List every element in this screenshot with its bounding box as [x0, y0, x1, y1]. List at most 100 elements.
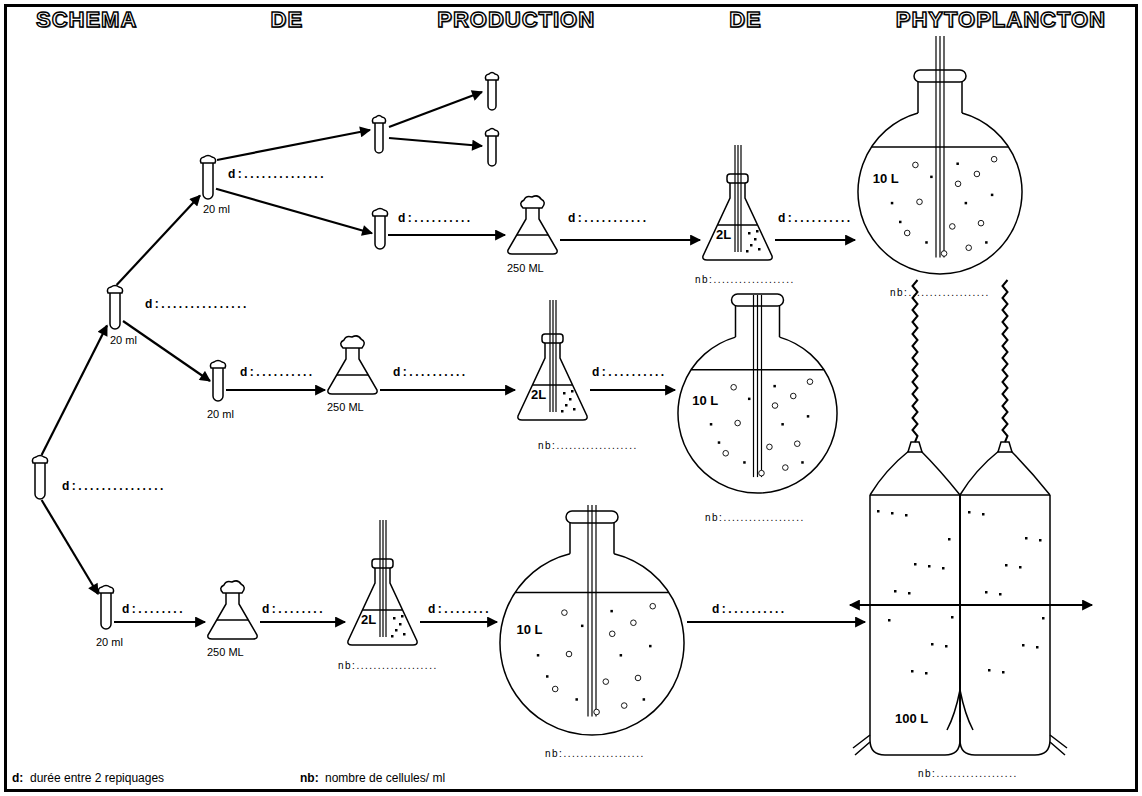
volume-label: 250 ML: [327, 401, 364, 414]
mixing-arrow: [850, 604, 1092, 606]
transfer-arrow: [389, 92, 482, 127]
vessel-outline: [700, 145, 775, 260]
vessel-outline: [855, 36, 1025, 276]
test-tube: [372, 209, 387, 250]
duration-field: d:...............: [145, 298, 249, 312]
culture-bag: [853, 280, 1067, 755]
duration-field: d:..............: [228, 168, 326, 182]
transfer-arrow: [217, 130, 370, 160]
duration-field: d:..........: [398, 212, 473, 226]
cell-count-field: nb:...................: [705, 512, 805, 524]
duration-field: d:..........: [240, 366, 315, 380]
transfer-arrow: [260, 621, 345, 623]
volume-label: 2L: [531, 388, 546, 403]
cell-count-field: nb:...................: [918, 768, 1018, 780]
transfer-arrow: [117, 196, 200, 286]
test-tube: [98, 586, 113, 630]
legend-key: nb:: [300, 772, 319, 786]
cell-count-field: nb:...................: [538, 440, 638, 452]
vessel-outline: [98, 585, 114, 630]
transfer-arrow: [590, 389, 675, 391]
vessel-outline: [107, 285, 123, 330]
tube-node: d:...............: [32, 455, 48, 500]
test-tube: [107, 286, 122, 330]
test-tube: [485, 73, 498, 111]
legend-text: durée entre 2 repiquages: [30, 772, 164, 786]
volume-label: 20 ml: [207, 408, 234, 421]
duration-field: d:........: [262, 603, 325, 617]
vessel-outline: [865, 490, 1055, 758]
vessel-outline: [497, 505, 687, 737]
culture-flask: [348, 520, 417, 645]
transfer-arrow: [123, 321, 210, 381]
volume-label: 2L: [361, 613, 376, 628]
tube-node: d:..........: [372, 208, 388, 250]
test-tube: [372, 116, 385, 154]
volume-label: 2L: [716, 228, 731, 243]
duration-field: d:........: [428, 603, 491, 617]
cell-count-field: nb:...................: [695, 274, 795, 286]
culture-balloon: [858, 36, 1022, 274]
duration-field: d:..........: [778, 212, 853, 226]
duration-field: d:..........: [712, 603, 787, 617]
cell-count-field: nb:...................: [545, 748, 645, 760]
duration-field: d:........: [122, 603, 185, 617]
vessel-outline: [32, 455, 48, 500]
transfer-arrow: [560, 239, 700, 241]
cell-count-field: nb:...................: [338, 660, 438, 672]
flask-node: 250 MLd:..........: [325, 335, 380, 395]
transfer-arrow: [216, 189, 372, 233]
tube-node: 20 mld:..........: [210, 360, 226, 402]
flask-node: 2Ld:..........nb:...................: [700, 145, 775, 260]
vessel-outline: [200, 155, 216, 200]
legend-text: nombre de cellules/ ml: [325, 772, 445, 786]
vessel-outline: [325, 335, 380, 395]
culture-flask: [518, 300, 587, 420]
vessel-outline: [205, 580, 260, 640]
transfer-arrow: [389, 138, 482, 146]
flask-node: 250 MLd:........: [205, 580, 260, 640]
duration-field: d:..........: [393, 366, 468, 380]
test-tube: [200, 156, 215, 200]
transfer-arrow: [775, 239, 855, 241]
vessel-outline: [372, 208, 388, 250]
volume-label: 10 L: [873, 172, 899, 187]
culture-balloon: [500, 505, 684, 735]
erlenmeyer-flask: [328, 336, 377, 394]
test-tube: [210, 361, 225, 402]
transfer-arrow: [420, 621, 497, 623]
flask-node: 2Ld:........nb:...................: [345, 520, 420, 645]
volume-label: 250 ML: [507, 262, 544, 275]
test-tube: [32, 456, 47, 500]
tube-node: 20 mld:...............: [107, 285, 123, 330]
legend-key: d:: [12, 772, 23, 786]
duration-field: d:..........: [592, 366, 667, 380]
erlenmeyer-flask: [208, 581, 257, 639]
duration-field: d:...........: [568, 212, 649, 226]
volume-label: 20 ml: [110, 334, 137, 347]
volume-label: 100 L: [895, 712, 928, 727]
cell-count-field: nb:...................: [890, 287, 990, 299]
balloon-node: 10 Lnb:...................: [855, 36, 1025, 276]
volume-label: 20 ml: [203, 203, 230, 216]
tube-node: 20 mld:........: [98, 585, 114, 630]
transfer-arrow: [114, 621, 205, 623]
volume-label: 10 L: [517, 623, 543, 638]
title: SCHEMA DE PRODUCTION DE PHYTOPLANCTON: [36, 7, 1106, 32]
transfer-arrow: [380, 389, 515, 391]
transfer-arrow: [687, 621, 865, 623]
vessel-outline: [210, 360, 226, 402]
transfer-arrow: [226, 389, 325, 391]
volume-label: 250 ML: [207, 646, 244, 659]
balloon-node: 10 Ld:..........nb:...................: [497, 505, 687, 737]
duration-field: d:...............: [62, 480, 166, 494]
balloon-node: 10 Lnb:...................: [675, 295, 840, 495]
erlenmeyer-flask: [508, 196, 557, 254]
culture-flask: [703, 145, 772, 260]
vessel-outline: [345, 520, 420, 645]
bag-node: 100 Lnb:...................: [865, 490, 1055, 758]
flask-node: 2Ld:..........nb:...................: [515, 300, 590, 420]
transfer-arrow: [388, 234, 505, 236]
volume-label: 10 L: [692, 394, 718, 409]
